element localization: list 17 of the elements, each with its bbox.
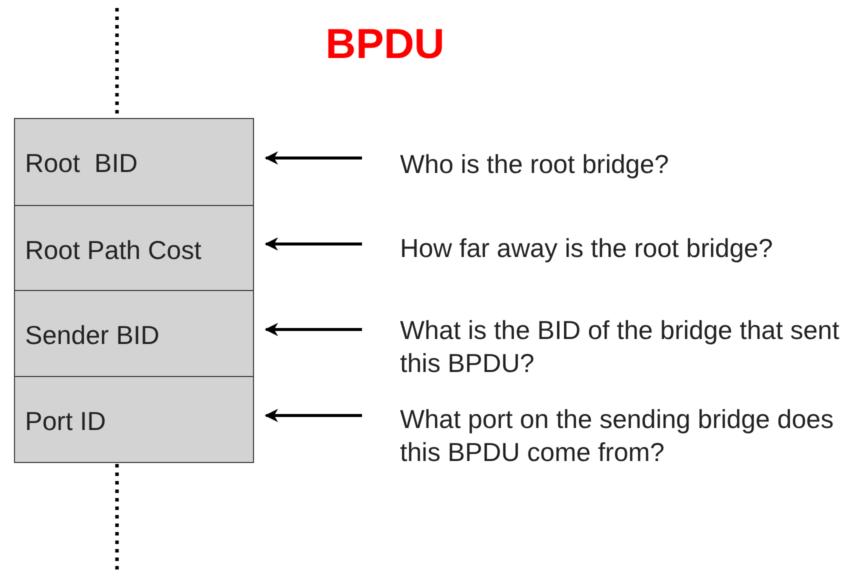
question-text: What is the BID of the bridge that sent this BPDU? (400, 314, 840, 380)
question-text: Who is the root bridge? (400, 148, 670, 181)
field-box (14, 118, 254, 206)
question-text: How far away is the root bridge? (400, 232, 774, 265)
field-box (14, 376, 254, 463)
field-name: Port ID (25, 406, 106, 436)
question-text: What port on the sending bridge does this BPDU come from? (400, 403, 835, 469)
arrow (264, 322, 362, 336)
field-box (14, 205, 254, 291)
arrow (264, 151, 362, 165)
field-box (14, 290, 254, 377)
arrow (264, 237, 362, 251)
field-name: Root BID (25, 148, 138, 178)
title: BPDU (324, 20, 446, 68)
field-name: Sender BID (25, 320, 160, 350)
arrow (264, 408, 362, 422)
field-name: Root Path Cost (25, 235, 202, 265)
